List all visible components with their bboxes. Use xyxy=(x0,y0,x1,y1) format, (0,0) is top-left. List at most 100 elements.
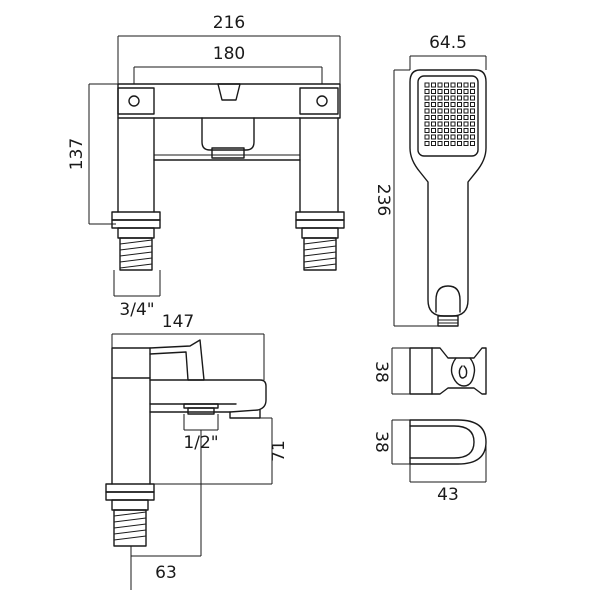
spray-nozzle xyxy=(457,115,462,120)
spray-nozzle xyxy=(444,108,449,114)
spray-nozzle xyxy=(437,82,443,88)
spray-nozzle xyxy=(450,108,456,114)
dimension-147: 147 xyxy=(111,312,265,380)
dim-label-38-cradle: 38 xyxy=(371,431,391,453)
spray-nozzle xyxy=(450,141,456,146)
dim-label-three-quarter: 3/4" xyxy=(119,300,154,320)
spray-nozzle xyxy=(444,121,449,127)
handset-view: 64.5 236 xyxy=(373,33,487,327)
spray-nozzle xyxy=(444,95,449,101)
spray-nozzle xyxy=(470,141,475,146)
spray-nozzle xyxy=(463,89,469,94)
cradle-body xyxy=(409,419,487,465)
spray-nozzle xyxy=(450,89,456,94)
spray-nozzle xyxy=(431,128,436,133)
dimension-137: 137 xyxy=(67,83,120,225)
spray-nozzle xyxy=(457,121,462,127)
dim-label-236: 236 xyxy=(373,184,393,216)
spray-nozzle xyxy=(431,121,436,127)
spray-nozzle xyxy=(431,134,436,140)
spray-nozzle xyxy=(463,121,469,127)
spray-nozzle xyxy=(431,89,436,94)
spray-nozzle xyxy=(450,115,456,120)
spray-nozzle xyxy=(424,95,430,101)
spray-nozzle xyxy=(470,134,475,140)
dimension-38-holder: 38 xyxy=(371,347,410,395)
spray-nozzle xyxy=(431,102,436,107)
dimension-71: 71 xyxy=(154,417,289,485)
handset-body xyxy=(409,69,487,327)
spray-nozzle xyxy=(444,141,449,146)
spray-nozzle xyxy=(444,82,449,88)
side-mixer-body xyxy=(111,339,267,485)
spray-nozzle xyxy=(470,82,475,88)
spray-nozzle xyxy=(450,82,456,88)
right-leg xyxy=(295,211,345,271)
spray-nozzle xyxy=(424,102,430,107)
holder-view: 38 xyxy=(371,347,487,395)
holder-body xyxy=(409,347,487,395)
spray-nozzle xyxy=(437,121,443,127)
right-handle-cap xyxy=(299,87,339,115)
spray-nozzle xyxy=(470,95,475,101)
spray-nozzle xyxy=(457,89,462,94)
spray-nozzle xyxy=(463,95,469,101)
dim-label-71: 71 xyxy=(269,440,289,462)
spray-nozzle xyxy=(444,134,449,140)
spray-nozzle xyxy=(444,115,449,120)
spray-nozzle xyxy=(444,102,449,107)
left-leg xyxy=(111,211,161,271)
spray-nozzle xyxy=(457,134,462,140)
spray-nozzle xyxy=(424,134,430,140)
spray-nozzle xyxy=(463,82,469,88)
dim-label-63: 63 xyxy=(155,563,177,583)
spray-nozzle xyxy=(444,128,449,133)
spray-nozzle xyxy=(470,121,475,127)
spray-nozzle xyxy=(470,128,475,133)
spray-nozzle xyxy=(463,128,469,133)
spray-nozzle xyxy=(437,115,443,120)
spray-nozzle xyxy=(450,121,456,127)
spray-nozzle xyxy=(424,128,430,133)
spray-nozzle xyxy=(431,82,436,88)
spray-nozzle xyxy=(424,89,430,94)
cradle-view: 38 43 xyxy=(371,419,487,505)
spray-nozzle xyxy=(463,115,469,120)
dim-label-216: 216 xyxy=(213,13,245,33)
spray-nozzle xyxy=(470,115,475,120)
dimension-three-quarter: 3/4" xyxy=(113,270,161,320)
spray-nozzle xyxy=(424,141,430,146)
spray-nozzle xyxy=(424,121,430,127)
spray-nozzle xyxy=(457,95,462,101)
side-view: 147 1/2" xyxy=(105,312,289,590)
spray-nozzle xyxy=(444,89,449,94)
spray-nozzle xyxy=(470,108,475,114)
spray-nozzle xyxy=(431,141,436,146)
spray-nozzle xyxy=(437,102,443,107)
dim-label-38-holder: 38 xyxy=(371,361,391,383)
dimension-216: 216 xyxy=(117,13,341,92)
spray-nozzle xyxy=(437,134,443,140)
spray-nozzle xyxy=(470,102,475,107)
spray-nozzle xyxy=(424,108,430,114)
spray-nozzle xyxy=(457,128,462,133)
dimension-236: 236 xyxy=(373,69,440,327)
spray-nozzle xyxy=(457,108,462,114)
left-handle-cap xyxy=(117,87,155,115)
spray-nozzle xyxy=(457,102,462,107)
spray-nozzle xyxy=(437,108,443,114)
dim-label-43: 43 xyxy=(437,485,459,505)
spray-nozzle xyxy=(431,115,436,120)
dimension-43: 43 xyxy=(409,442,487,505)
spray-nozzle xyxy=(470,89,475,94)
spray-nozzles xyxy=(424,82,475,146)
dim-label-137: 137 xyxy=(67,138,87,170)
spray-nozzle xyxy=(437,95,443,101)
spray-nozzle xyxy=(463,134,469,140)
spray-nozzle xyxy=(437,128,443,133)
dim-label-180: 180 xyxy=(213,44,245,64)
dimension-63: 63 xyxy=(130,430,202,590)
side-leg xyxy=(105,483,155,547)
spray-nozzle xyxy=(437,141,443,146)
